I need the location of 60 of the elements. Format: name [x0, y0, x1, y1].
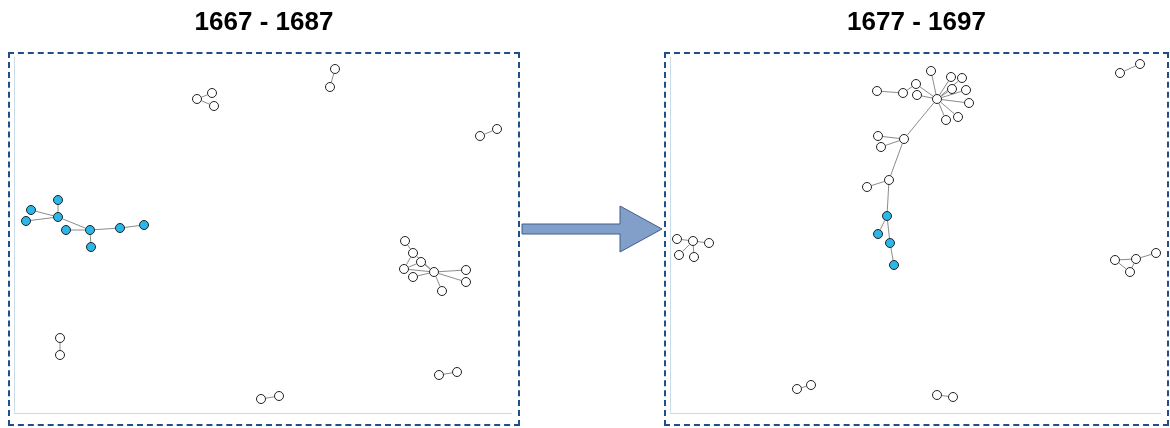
connector-line — [408, 269, 430, 272]
connector-line — [408, 263, 417, 268]
connector-line — [1124, 65, 1136, 72]
connector-line — [1118, 262, 1127, 270]
connector-line — [681, 239, 689, 241]
connector-line — [484, 130, 493, 135]
connector-line — [201, 100, 210, 105]
connector-line — [941, 91, 962, 98]
connector-line — [124, 225, 140, 228]
connector-line — [1131, 263, 1135, 268]
connector-line — [405, 256, 412, 266]
connector-line — [692, 245, 695, 253]
connector-line — [941, 395, 949, 397]
connector-line — [57, 204, 59, 213]
connector-line — [62, 218, 86, 229]
connector-line — [921, 95, 933, 99]
connector-line — [30, 217, 54, 221]
connector-line — [697, 241, 705, 243]
connector-line — [890, 143, 903, 176]
connector-line — [435, 276, 441, 287]
connector-line — [201, 94, 208, 98]
connector-line — [801, 385, 807, 389]
connector-line — [416, 255, 431, 270]
panel-title: 1667 - 1687 — [194, 5, 334, 38]
connector-line — [940, 91, 949, 97]
connector-line — [879, 219, 886, 231]
connector-line — [35, 210, 54, 217]
connector-line — [890, 247, 894, 261]
connector-line — [443, 372, 453, 375]
connector-line — [417, 272, 430, 277]
connector-line — [941, 99, 965, 103]
connector-line — [330, 73, 335, 83]
connector-line — [885, 140, 900, 146]
connector-line — [886, 184, 890, 212]
connector-line — [265, 396, 275, 399]
connector-line — [940, 80, 959, 97]
connector-line — [939, 80, 949, 96]
connector-line — [438, 269, 462, 273]
connector-line — [940, 101, 955, 115]
connector-line — [1140, 253, 1152, 259]
connector-line — [919, 86, 934, 97]
connector-line — [59, 342, 61, 351]
connector-line — [906, 86, 913, 91]
connector-line — [906, 102, 935, 136]
connector-line — [871, 181, 885, 186]
connector-line — [682, 244, 690, 252]
connector-line — [407, 244, 411, 250]
connector-line — [931, 75, 937, 95]
connector-line — [887, 220, 890, 239]
connector-line — [438, 273, 462, 281]
connector-line — [1119, 258, 1132, 261]
panel-title: 1677 - 1697 — [847, 5, 986, 38]
connector-line — [881, 90, 899, 94]
connector-line — [424, 264, 431, 270]
block-arrow — [521, 205, 663, 253]
connector-line — [938, 103, 945, 116]
connector-line — [882, 136, 900, 139]
connector-line — [70, 229, 86, 231]
connector-line — [94, 227, 116, 231]
connector-line — [89, 234, 92, 243]
